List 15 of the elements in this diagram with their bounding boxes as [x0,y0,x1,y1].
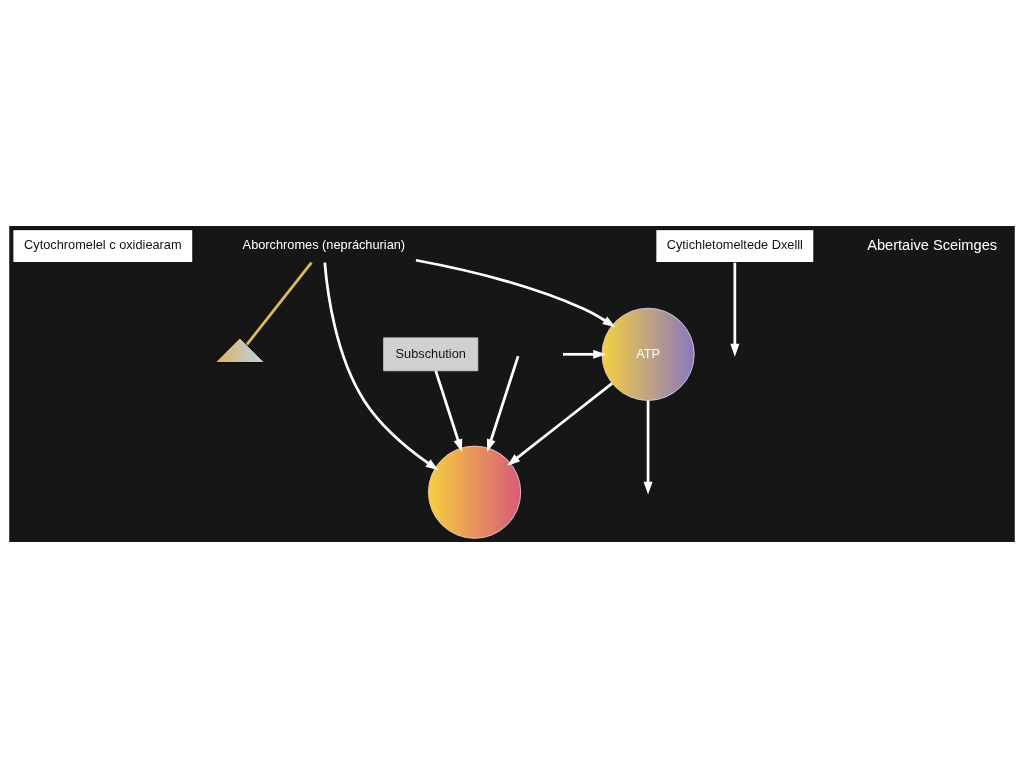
arrow [730,262,740,357]
arrow [507,382,613,466]
node-box: Cytochromelel c oxidiearam [12,229,194,263]
node-text: Aborchromes (nepráchurian) [242,237,406,253]
node-picture [214,337,265,363]
node-box: Subschution [383,337,479,372]
node-box: Cytichletomeltede Dxelll [655,229,815,263]
arrow [643,400,653,495]
label: Abertaive Sceimges [867,236,998,253]
arrow [323,262,439,471]
arrow [486,355,520,452]
arrow [434,370,463,452]
connector [245,261,313,346]
arrow [415,258,616,328]
arrow [563,349,607,359]
